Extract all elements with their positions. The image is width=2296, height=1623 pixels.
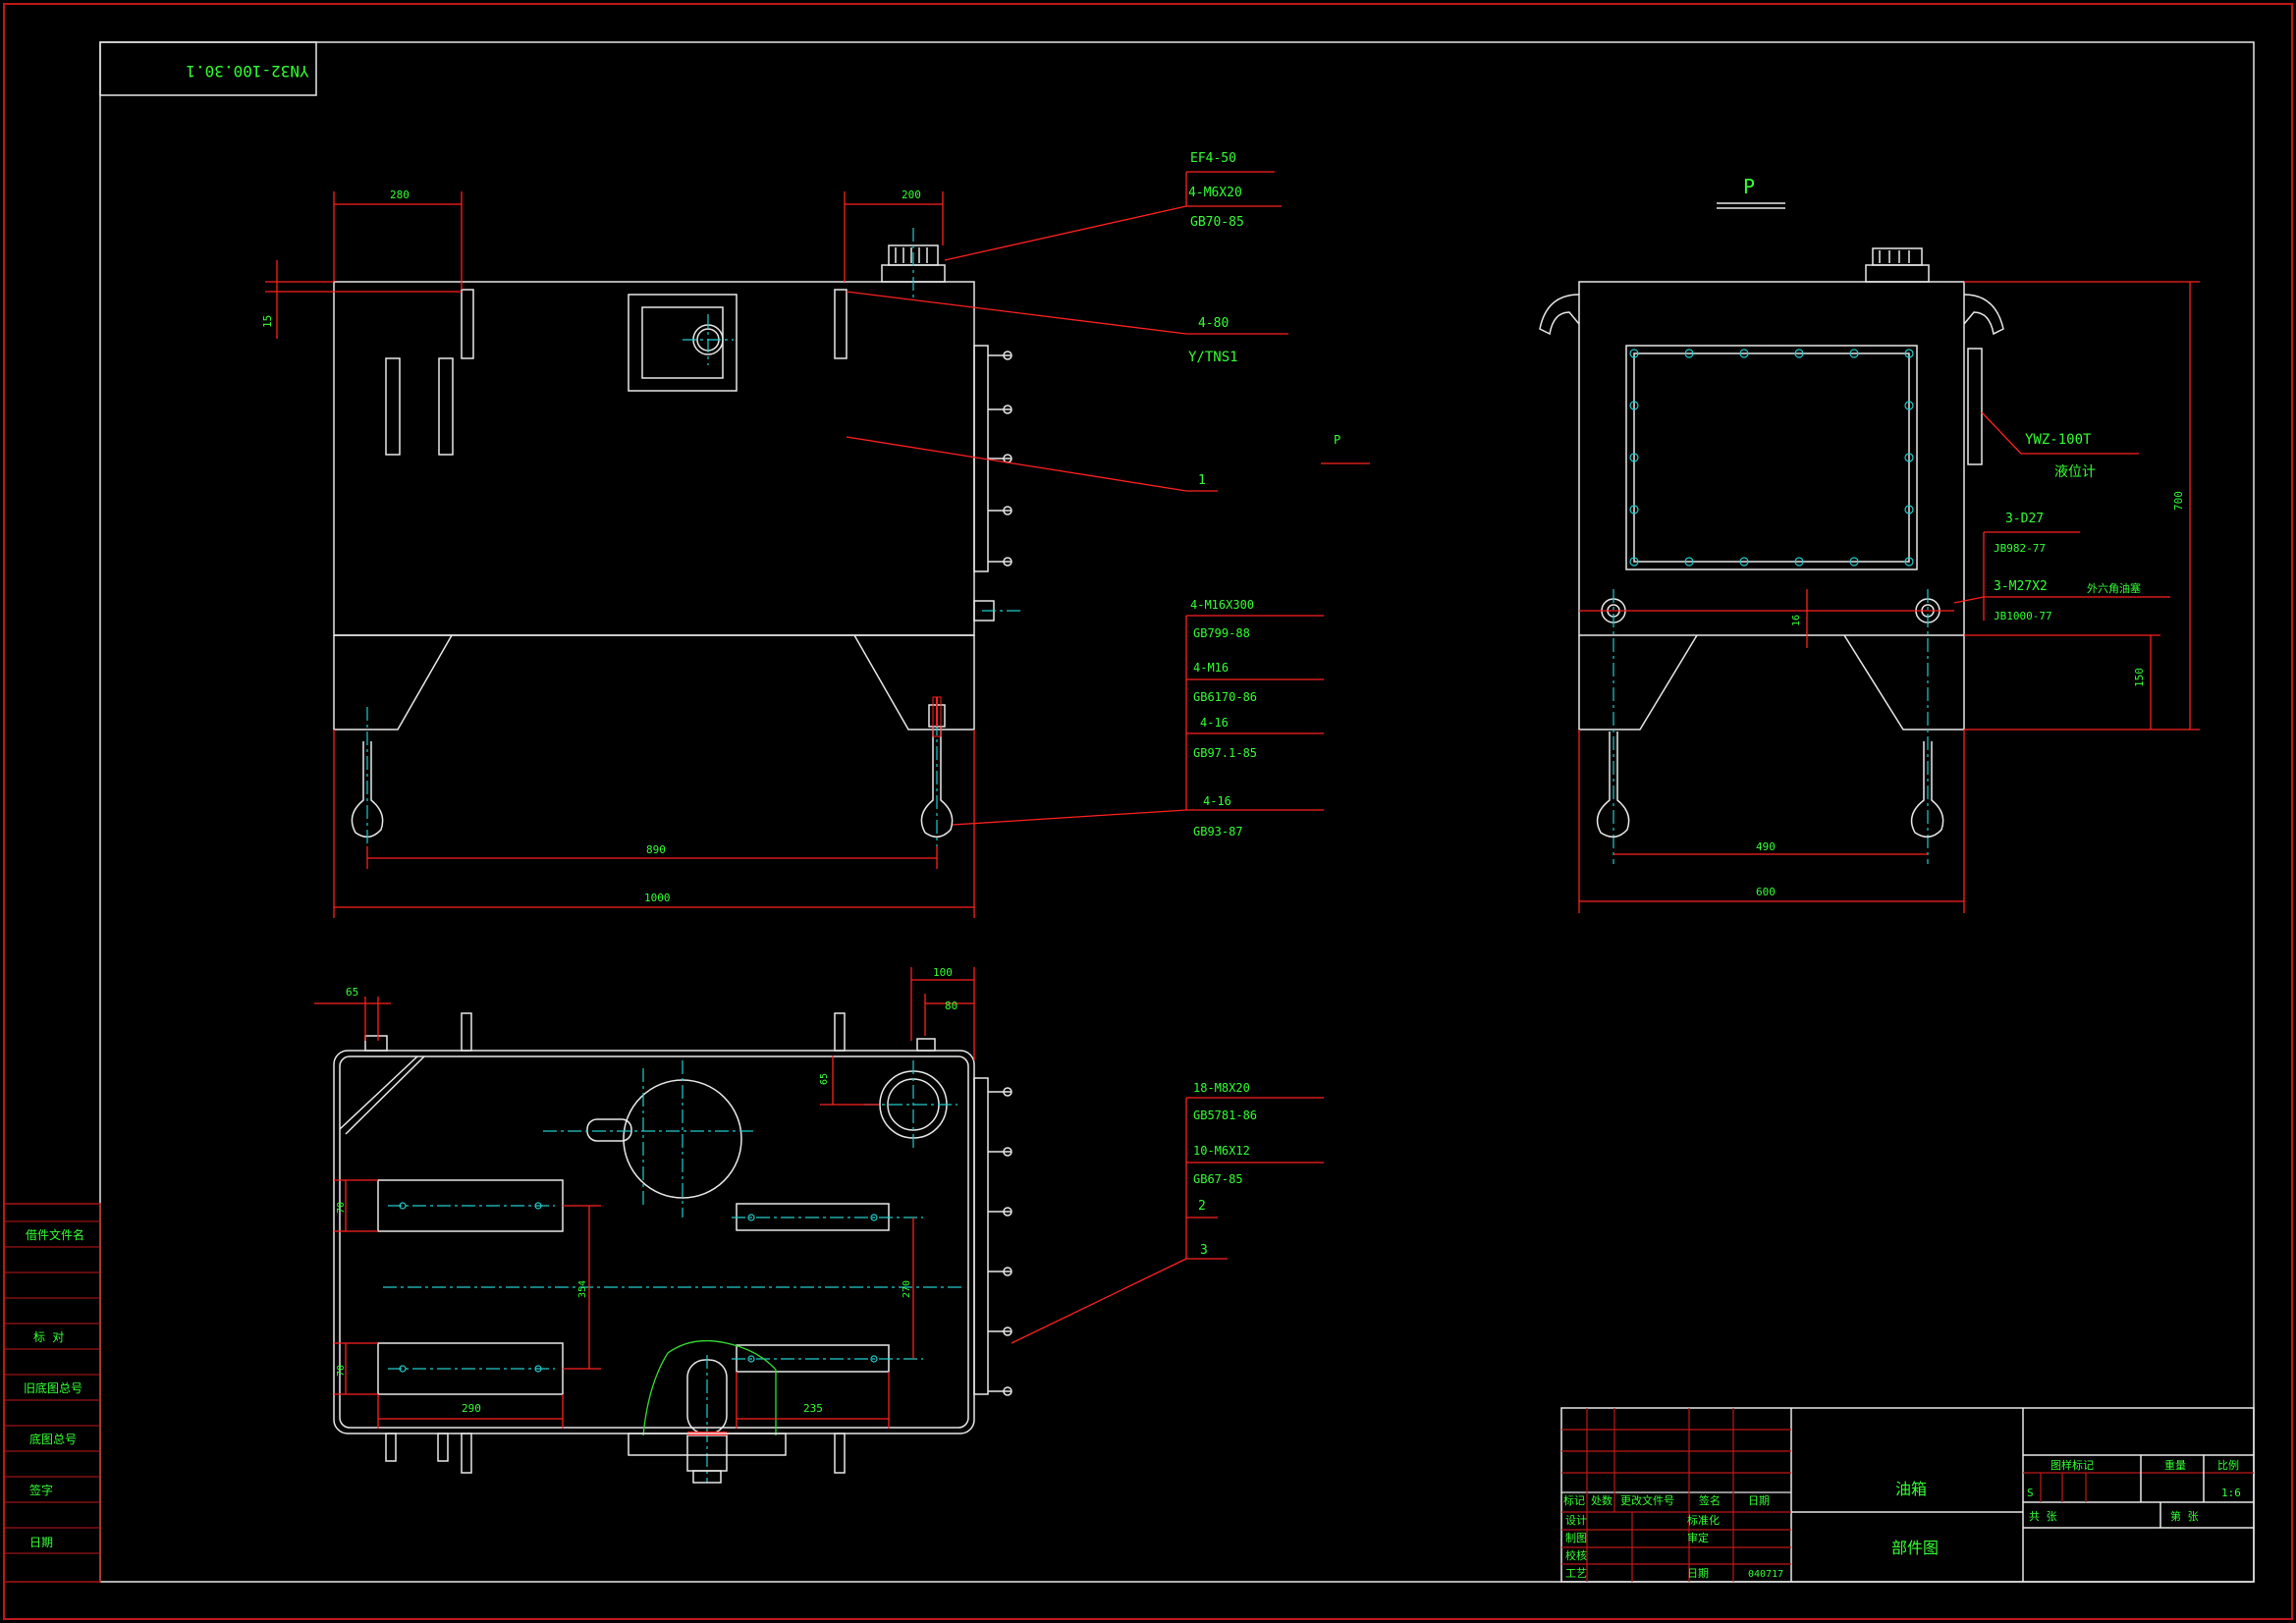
title-role-date: 日期 bbox=[1687, 1567, 1709, 1580]
callout-4-80: 4-80 bbox=[1198, 316, 1229, 331]
view-p-title: P bbox=[1743, 175, 1755, 198]
title-header-mark: 标记 bbox=[1563, 1493, 1585, 1507]
callout-hex-plug-cn: 外六角油塞 bbox=[2087, 581, 2141, 595]
strip-label-drawing-no: 底图总号 bbox=[29, 1432, 77, 1446]
title-stage-label: 图样标记 bbox=[2050, 1458, 2094, 1472]
callout-jb982-77: JB982-77 bbox=[1994, 542, 2046, 555]
callout-gb70-85: GB70-85 bbox=[1190, 215, 1244, 230]
dim-plan-70-top: 70 bbox=[336, 1202, 347, 1214]
callout-4-16-spring: 4-16 bbox=[1203, 794, 1231, 808]
callout-4-m16x300: 4-M16X300 bbox=[1190, 598, 1254, 612]
dim-front-1000: 1000 bbox=[644, 892, 671, 904]
plan-view bbox=[333, 1012, 1012, 1484]
title-scale-label: 比例 bbox=[2217, 1458, 2239, 1472]
callout-y-tns1: Y/TNS1 bbox=[1188, 350, 1238, 365]
callout-jb1000-77: JB1000-77 bbox=[1994, 610, 2052, 622]
dim-plan-65-side: 65 bbox=[819, 1073, 830, 1085]
title-drawing-type: 部件图 bbox=[1891, 1539, 1939, 1557]
strip-label-signature: 签字 bbox=[29, 1483, 53, 1497]
title-sheet-number: 第 张 bbox=[2170, 1509, 2199, 1523]
title-header-sign: 签名 bbox=[1699, 1493, 1721, 1507]
title-role-standard: 标准化 bbox=[1687, 1513, 1720, 1527]
side-view-leaders bbox=[1953, 411, 2170, 621]
callout-10-m6x12: 10-M6X12 bbox=[1193, 1144, 1250, 1158]
title-part-name: 油箱 bbox=[1895, 1480, 1927, 1498]
callout-4-16-washer: 4-16 bbox=[1200, 716, 1229, 730]
callout-level-gauge-cn: 液位计 bbox=[2054, 464, 2096, 480]
callout-gb6170-86: GB6170-86 bbox=[1193, 690, 1257, 704]
callout-18-m8x20: 18-M8X20 bbox=[1193, 1081, 1250, 1095]
dim-front-200: 200 bbox=[902, 189, 921, 201]
callout-part-3: 3 bbox=[1200, 1243, 1208, 1258]
callout-4-m6x20: 4-M6X20 bbox=[1188, 186, 1242, 200]
title-role-draft: 制图 bbox=[1565, 1532, 1587, 1544]
dim-front-280: 280 bbox=[390, 189, 410, 201]
callout-gb5781-86: GB5781-86 bbox=[1193, 1109, 1257, 1122]
callout-3-m27x2: 3-M27X2 bbox=[1994, 579, 2048, 594]
dim-plan-80: 80 bbox=[945, 1000, 957, 1012]
callout-3-d27: 3-D27 bbox=[2005, 512, 2044, 526]
dim-plan-65-left: 65 bbox=[346, 986, 358, 999]
side-view bbox=[1539, 202, 2004, 864]
dim-side-16: 16 bbox=[1791, 615, 1802, 626]
strip-label-date: 日期 bbox=[29, 1536, 53, 1549]
dim-plan-235: 235 bbox=[803, 1402, 823, 1415]
front-view-leaders bbox=[846, 171, 1324, 826]
title-header-date: 日期 bbox=[1748, 1494, 1770, 1507]
title-sheet-total: 共 张 bbox=[2029, 1510, 2057, 1523]
drawing-frame bbox=[3, 3, 2293, 1620]
strip-label-borrowed-file: 借件文件名 bbox=[26, 1227, 84, 1242]
title-scale-value: 1:6 bbox=[2221, 1487, 2241, 1499]
title-role-approve: 审定 bbox=[1687, 1531, 1709, 1544]
callout-gb93-87: GB93-87 bbox=[1193, 825, 1243, 839]
strip-label-old-drawing-no: 旧底图总号 bbox=[24, 1380, 82, 1395]
strip-label-proof: 标 对 bbox=[33, 1330, 64, 1344]
callout-gb67-85: GB67-85 bbox=[1193, 1172, 1243, 1186]
callout-gb97-1-85: GB97.1-85 bbox=[1193, 746, 1257, 760]
title-role-process: 工艺 bbox=[1565, 1567, 1587, 1580]
dim-side-490: 490 bbox=[1756, 840, 1776, 853]
dim-plan-270: 270 bbox=[902, 1280, 912, 1298]
drawing-number: YN32-100.30.1 bbox=[186, 62, 308, 81]
left-revision-strip bbox=[3, 1203, 101, 1583]
dim-plan-70-bottom: 70 bbox=[336, 1365, 347, 1377]
callout-4-m16: 4-M16 bbox=[1193, 661, 1229, 675]
title-role-design: 设计 bbox=[1565, 1514, 1587, 1527]
title-block bbox=[1560, 1407, 2255, 1583]
dim-plan-100: 100 bbox=[933, 966, 953, 979]
dim-plan-354: 354 bbox=[577, 1280, 588, 1298]
title-date-value: 040717 bbox=[1748, 1569, 1783, 1580]
title-stage-value: S bbox=[2027, 1487, 2034, 1499]
dim-plan-290: 290 bbox=[462, 1402, 481, 1415]
title-weight-label: 重量 bbox=[2164, 1458, 2186, 1472]
title-header-change-doc: 更改文件号 bbox=[1620, 1493, 1674, 1507]
callout-ef4-50: EF4-50 bbox=[1190, 151, 1236, 166]
title-role-check: 校核 bbox=[1565, 1548, 1587, 1562]
plan-view-dimensions bbox=[314, 967, 975, 1429]
front-view-dimensions bbox=[265, 191, 1370, 918]
plan-view-leaders bbox=[1011, 1097, 1324, 1344]
side-view-dimensions bbox=[1578, 281, 2200, 913]
dim-side-700: 700 bbox=[2172, 491, 2185, 511]
callout-gb799-88: GB799-88 bbox=[1193, 626, 1250, 640]
callout-part-2: 2 bbox=[1198, 1199, 1206, 1214]
dim-front-890: 890 bbox=[646, 843, 666, 856]
front-view bbox=[333, 228, 1021, 846]
dim-side-150: 150 bbox=[2133, 668, 2146, 687]
callout-part-1: 1 bbox=[1198, 473, 1206, 488]
dim-side-600: 600 bbox=[1756, 886, 1776, 898]
callout-ywz-100t: YWZ-100T bbox=[2025, 432, 2092, 448]
dim-front-15: 15 bbox=[261, 315, 274, 328]
title-header-count: 处数 bbox=[1591, 1494, 1613, 1507]
view-direction-p-label: P bbox=[1334, 433, 1340, 447]
